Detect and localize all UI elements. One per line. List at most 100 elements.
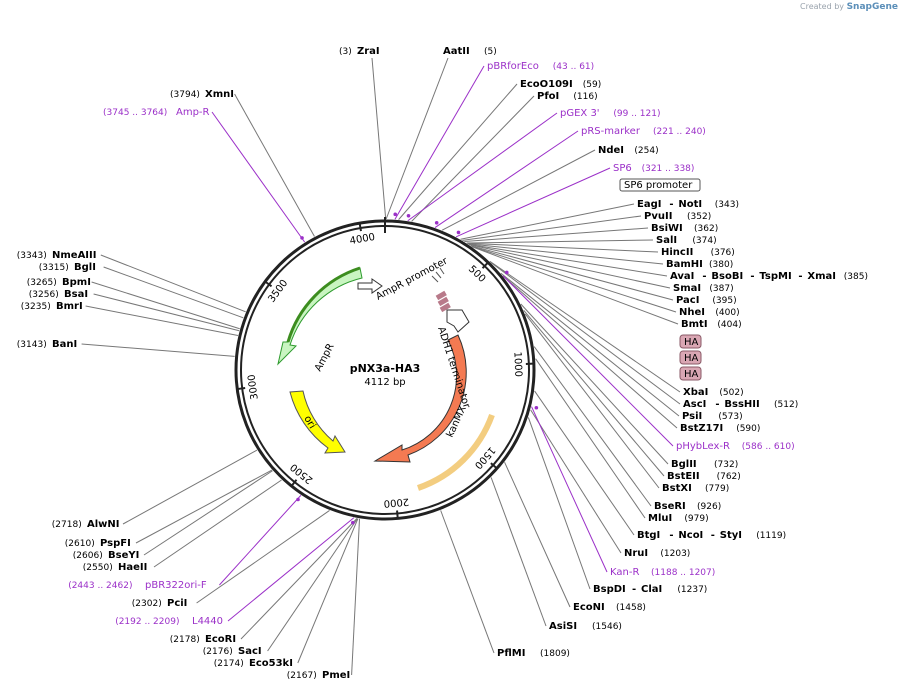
- label-aatii: AatII: [443, 46, 470, 57]
- leader-hincii: [467, 242, 659, 253]
- label-btgi-pos: (1119): [756, 531, 786, 541]
- primer-site-l4440: [351, 520, 355, 525]
- leader-bspdi: [527, 417, 591, 590]
- leader-bglii: [520, 303, 669, 465]
- label-bstxi: BstXI: [662, 483, 692, 494]
- leader-pmei: [351, 518, 361, 676]
- leader-pbr322ori-f: [219, 495, 302, 586]
- label-bglii: BglII: [671, 459, 697, 470]
- label-eco53ki: Eco53kI: [249, 658, 293, 669]
- primer-site-amp-r: [300, 236, 304, 240]
- label-bpmi-pos: (3265): [27, 278, 57, 288]
- leader-kan-r: [531, 406, 608, 573]
- leader-lines: [81, 57, 681, 676]
- leader-nhei: [471, 245, 677, 313]
- primer-site-pgex-3: [406, 213, 411, 218]
- kanmx-arc: [373, 334, 467, 463]
- label-pcii-pos: (2302): [132, 599, 162, 609]
- leader-amp-r: [211, 111, 306, 243]
- label-pvuii-pos: (352): [687, 212, 711, 222]
- label-bsteii: BstEII: [667, 471, 700, 482]
- label-bsiwi-pos: (362): [694, 224, 718, 234]
- tick-label-3000: 3000: [247, 374, 261, 401]
- leader-smai: [469, 244, 671, 289]
- label-bpmi: BpmI: [62, 277, 91, 288]
- label-l4440-pos: (2192 .. 2209): [115, 617, 179, 627]
- label-asci: AscI: [683, 399, 706, 410]
- label-pfoi: PfoI: [537, 91, 559, 102]
- leader-ecori: [240, 518, 358, 640]
- leader-bgli: [103, 266, 244, 319]
- leader-bmri: [85, 305, 239, 336]
- leader-zrai: [371, 57, 387, 220]
- label-bseyi-pos: (2606): [73, 551, 103, 561]
- label-bani-pos: (3143): [17, 340, 47, 350]
- leader-mlui: [535, 358, 646, 519]
- ampr-promoter-arrow: [357, 278, 383, 294]
- sp6-promoter-marks: [431, 267, 445, 283]
- leader-bsai: [93, 293, 240, 332]
- leader-sali: [466, 239, 654, 244]
- label-bglii-pos: (732): [714, 460, 738, 470]
- leader-bseyi: [143, 470, 273, 556]
- label-pflmi: PflMI: [497, 648, 525, 659]
- label-nrui: NruI: [624, 548, 648, 559]
- leader-bani: [81, 343, 235, 357]
- label-asisi: AsiSI: [549, 621, 577, 632]
- label-dash: -: [669, 199, 673, 210]
- label-pvuii: PvuII: [644, 211, 672, 222]
- label-haeii-pos: (2550): [83, 563, 113, 573]
- snapgene-watermark: Created by SnapGene: [800, 2, 898, 12]
- leader-sp6: [455, 167, 611, 238]
- leader-nmeaiii: [100, 254, 246, 313]
- label-sp6-pos: (321 .. 338): [642, 164, 695, 174]
- leader-bmti: [472, 246, 679, 325]
- primer-site-pbrforeco: [393, 212, 398, 217]
- tick-label-1000: 1000: [511, 351, 523, 377]
- primer-site-prs-marker: [434, 221, 439, 225]
- label-ha-19: HA: [684, 337, 699, 348]
- leader-bsteii: [523, 309, 665, 477]
- label-psii-pos: (573): [718, 412, 742, 422]
- leader-ndei: [441, 149, 596, 231]
- label-dash: -: [702, 271, 706, 282]
- label-bseyi: BseYI: [108, 550, 139, 561]
- leader-ecoo109i: [398, 83, 518, 220]
- tick-mark-2000: [396, 510, 399, 518]
- label-econi: EcoNI: [573, 602, 605, 613]
- leader-bstxi: [524, 313, 660, 489]
- leader-psii: [500, 272, 680, 417]
- leader-saci: [267, 518, 358, 652]
- label-saci: SacI: [238, 646, 262, 657]
- adh1-terminator-arrow: [446, 309, 470, 333]
- label-mlui-pos: (979): [684, 514, 708, 524]
- label-pfoi-pos: (116): [573, 92, 597, 102]
- label-xbai: XbaI: [683, 387, 708, 398]
- label-dash: -: [711, 530, 715, 541]
- label-bstz17i: BstZ17I: [680, 423, 723, 434]
- snapgene-logo-text: SnapGene: [846, 2, 898, 12]
- leader-pflmi: [440, 510, 495, 654]
- label-smai-pos: (387): [709, 284, 733, 294]
- label-paci-pos: (395): [712, 296, 736, 306]
- tick-mark-3000: [238, 387, 246, 390]
- label-xmai: XmaI: [807, 271, 836, 282]
- leader-xbai: [489, 260, 681, 393]
- leader-pfoi: [411, 95, 535, 222]
- label-zrai: ZraI: [357, 46, 380, 57]
- label-smai: SmaI: [673, 283, 701, 294]
- ha-tag-box-21: [679, 366, 702, 381]
- label-ecori: EcoRI: [205, 634, 236, 645]
- tick-label-2500: 2500: [288, 461, 315, 486]
- label-pbr322ori-f: pBR322ori-F: [145, 580, 207, 591]
- label-bsiwi: BsiWI: [651, 223, 683, 234]
- label-kan-r-pos: (1188 .. 1207): [651, 568, 715, 578]
- leader-econi: [504, 462, 571, 608]
- leader-asci: [491, 262, 681, 405]
- label-nrui-pos: (1203): [660, 549, 690, 559]
- label-ecoo109i: EcoO109I: [520, 79, 573, 90]
- label-xmni: XmnI: [205, 89, 234, 100]
- label-eagi-pos: (343): [715, 200, 739, 210]
- label-bstz17i-pos: (590): [736, 424, 760, 434]
